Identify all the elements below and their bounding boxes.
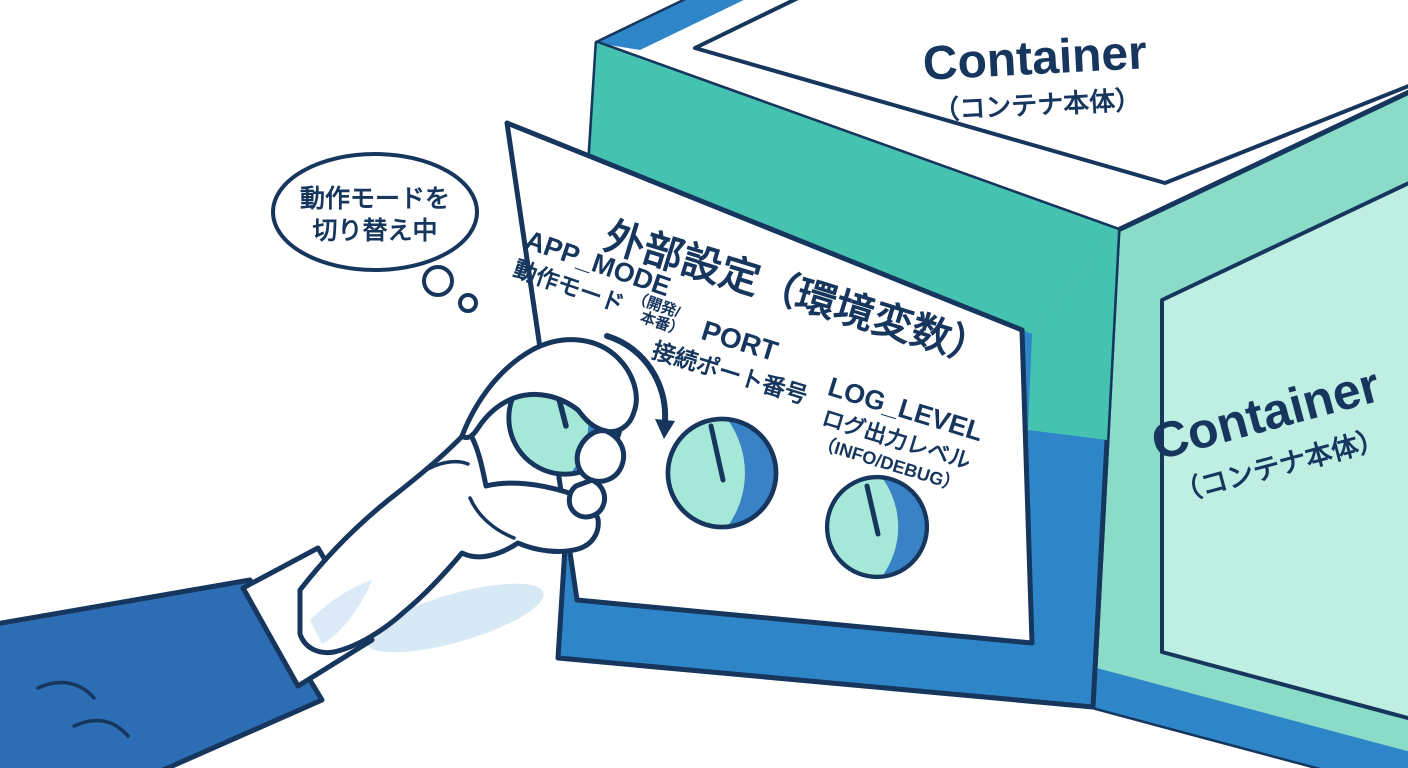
sleeve-fold-line bbox=[72, 718, 130, 738]
top-label-group: Container （コンテナ本体） bbox=[922, 26, 1148, 125]
thumb-crease-line bbox=[468, 496, 516, 540]
rotation-arrow-icon bbox=[604, 333, 675, 439]
top-face-inset-panel bbox=[693, 0, 1408, 185]
hand-ring-fingertip bbox=[566, 477, 608, 520]
knob-log-level-indicator bbox=[864, 483, 881, 537]
knob-log-level bbox=[827, 477, 927, 577]
thought-bubble-dot-small bbox=[458, 293, 478, 313]
thought-bubble-line2: 切り替え中 bbox=[312, 217, 437, 245]
thought-bubble-line1: 動作モードを bbox=[300, 185, 450, 213]
sleeve-fold-line bbox=[36, 680, 96, 700]
hand-palm bbox=[297, 427, 601, 656]
knob-port-indicator bbox=[708, 423, 726, 483]
right-face-bottom-stripe bbox=[1093, 667, 1408, 768]
top-face-edge-stripe bbox=[597, 0, 744, 50]
hand-shading bbox=[310, 580, 372, 644]
rotation-arrow-curve bbox=[604, 333, 669, 423]
knob-port bbox=[668, 419, 776, 527]
knuckle-crease-line bbox=[428, 459, 470, 470]
opening-right-band bbox=[1028, 230, 1118, 440]
thought-bubble: 動作モードを 切り替え中 bbox=[271, 152, 479, 313]
sleeve bbox=[0, 577, 325, 768]
hand-shadow bbox=[366, 583, 544, 653]
rotation-arrow-arrowhead-icon bbox=[655, 419, 675, 439]
box-right-face: Container （コンテナ本体） bbox=[1090, 89, 1408, 768]
arm-and-hand bbox=[0, 337, 639, 768]
right-face-inset-panel bbox=[1160, 181, 1408, 721]
thought-bubble-dot-large bbox=[422, 265, 454, 297]
thought-bubble-body bbox=[271, 152, 479, 272]
hand-middle-fingertip bbox=[574, 428, 627, 484]
top-face-label: Container bbox=[922, 26, 1148, 91]
opening-top-band bbox=[590, 43, 1118, 334]
